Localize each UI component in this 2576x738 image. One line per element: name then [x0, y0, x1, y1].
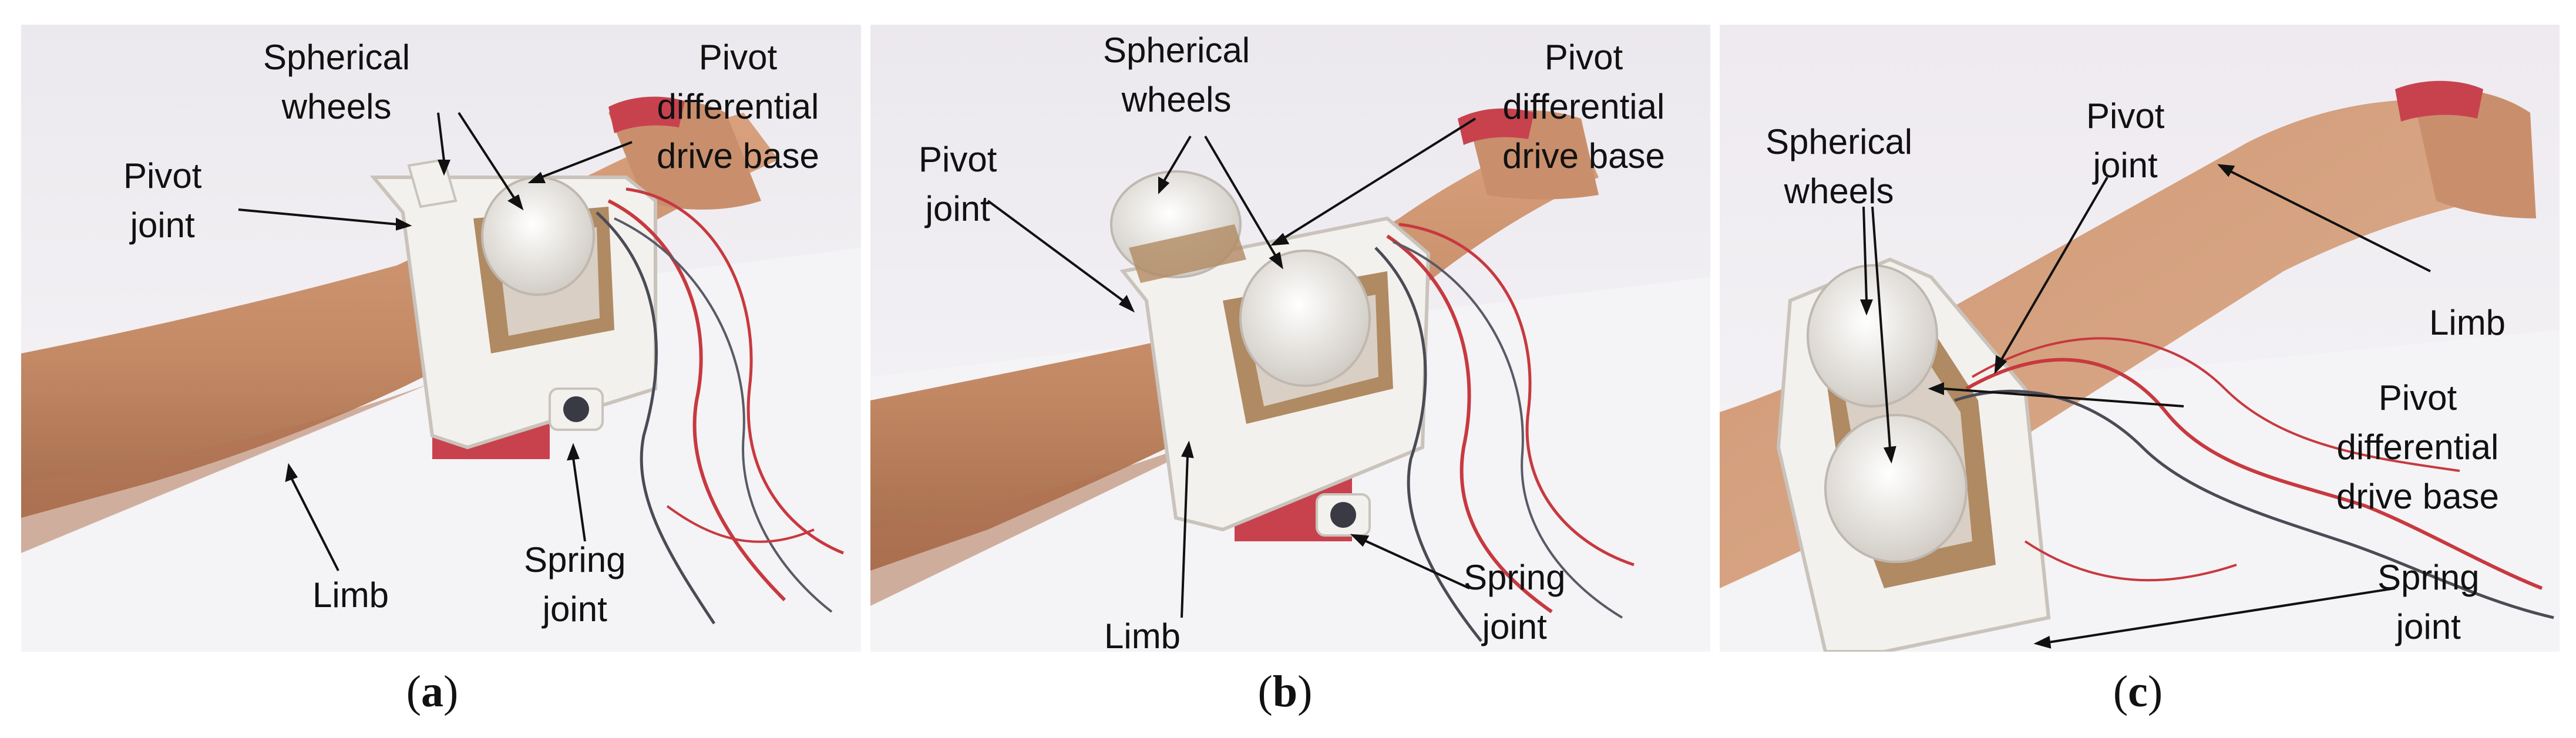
- label-limb: Limb: [1104, 616, 1181, 652]
- caption-letter-a: a: [421, 667, 443, 716]
- label-limb: Limb: [312, 575, 389, 615]
- label-pivot-joint: Pivot joint: [919, 140, 997, 228]
- caption-letter-b: b: [1272, 667, 1298, 716]
- figure-panel-a: Spherical wheels Pivot differential driv…: [21, 25, 861, 652]
- caption-b: (b): [1257, 667, 1313, 716]
- label-spherical-wheels: Spherical wheels: [263, 38, 411, 126]
- caption-letter-c: c: [2128, 667, 2148, 716]
- label-spring-joint: Spring joint: [524, 540, 626, 629]
- photo-device-on-forearm-c: [1720, 25, 2560, 652]
- label-pivot-joint: Pivot joint: [2086, 96, 2165, 185]
- figure-panel-b: Spherical wheels Pivot differential driv…: [870, 25, 1710, 652]
- label-spring-joint: Spring joint: [2377, 558, 2480, 646]
- caption-c: (c): [2113, 667, 2163, 716]
- label-spherical-wheels: Spherical wheels: [1103, 31, 1250, 119]
- caption-a: (a): [406, 667, 459, 716]
- photo-device-on-forearm-a: [21, 25, 861, 652]
- figure-panel-c: Spherical wheels Pivot joint Limb Pivot …: [1720, 25, 2560, 652]
- label-spherical-wheels: Spherical wheels: [1765, 122, 1913, 211]
- label-pivot-differential-drive-base: Pivot differential drive base: [2336, 378, 2499, 516]
- label-pivot-differential-drive-base: Pivot differential drive base: [657, 38, 819, 176]
- label-pivot-joint: Pivot joint: [123, 156, 202, 245]
- label-pivot-differential-drive-base: Pivot differential drive base: [1502, 38, 1665, 176]
- label-spring-joint: Spring joint: [1464, 558, 1566, 646]
- label-limb: Limb: [2429, 303, 2506, 342]
- photo-device-on-forearm-b: [870, 25, 1710, 652]
